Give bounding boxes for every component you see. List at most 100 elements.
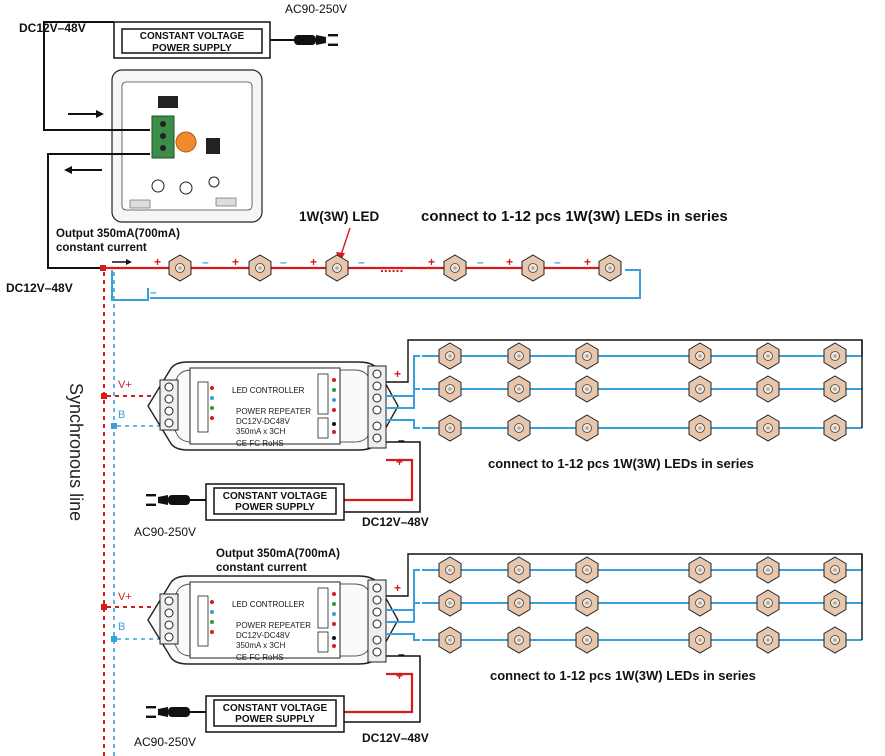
svg-text:–: – [150,285,157,299]
led-icon [507,375,531,403]
svg-text:B: B [118,621,125,633]
led-icon [756,375,780,403]
svg-text:350mA x 3CH: 350mA x 3CH [236,641,286,650]
led-icon [575,414,599,442]
section-2-dc-label: DC12V–48V [362,731,429,745]
chip-icon [158,96,178,108]
led-icon [756,414,780,442]
svg-text:V+: V+ [118,379,132,391]
led-icon [575,626,599,654]
led-icon [438,626,462,654]
svg-text:LED CONTROLLER: LED CONTROLLER [232,600,305,609]
led-icon [688,589,712,617]
svg-text:–: – [477,255,484,269]
led-icon [507,342,531,370]
led-icon [823,342,847,370]
svg-text:DC12V-DC48V: DC12V-DC48V [236,631,290,640]
led-icon [575,589,599,617]
svg-text:CONSTANT VOLTAGE: CONSTANT VOLTAGE [223,703,328,714]
led-icon [507,414,531,442]
svg-text:+: + [396,455,403,469]
led-icon [756,342,780,370]
section-1-dc-label: DC12V–48V [362,515,429,529]
led-icon [575,342,599,370]
top-ellipsis: ...... [380,259,403,275]
led-icon [507,589,531,617]
top-psu-inner [121,28,263,54]
top-connect-label: connect to 1-12 pcs 1W(3W) LEDs in serie… [421,208,728,225]
top-led-label: 1W(3W) LED [299,209,379,224]
svg-text:+: + [396,669,403,683]
led-icon [168,254,192,282]
svg-text:–: – [358,255,365,269]
svg-text:–: – [398,433,405,447]
led-icon [823,414,847,442]
led-icon [688,556,712,584]
section-2: Output 350mA(700mA) constant current V+ … [101,548,863,749]
svg-text:POWER REPEATER: POWER REPEATER [236,407,311,416]
top-plug-icon [294,34,338,46]
led-icon [688,414,712,442]
led-icon [507,556,531,584]
svg-text:POWER SUPPLY: POWER SUPPLY [235,502,315,513]
top-output-line1: Output 350mA(700mA) [56,228,180,240]
svg-text:Output 350mA(700mA): Output 350mA(700mA) [216,548,340,560]
svg-text:350mA x 3CH: 350mA x 3CH [236,427,286,436]
section-1-connect-label: connect to 1-12 pcs 1W(3W) LEDs in serie… [488,456,754,471]
svg-text:+: + [232,255,239,269]
led-icon [575,556,599,584]
svg-text:+: + [394,581,401,595]
led-icon [756,556,780,584]
svg-text:–: – [554,255,561,269]
top-dc-wire [43,21,150,131]
svg-text:CONSTANT VOLTAGE: CONSTANT VOLTAGE [223,491,328,502]
section-1: V+ B LED CONTROLLER POWER REPEATER DC12V… [101,339,863,539]
svg-text:–: – [280,255,287,269]
section-1-ac-label: AC90-250V [134,525,196,539]
repeater-2 [147,575,399,665]
svg-text:+: + [394,367,401,381]
led-icon [823,556,847,584]
svg-text:constant current: constant current [216,562,307,574]
svg-text:+: + [584,255,591,269]
top-ac-label: AC90-250V [285,2,347,16]
svg-text:+: + [506,255,513,269]
led-icon [823,589,847,617]
svg-text:–: – [202,255,209,269]
led-icon [598,254,622,282]
svg-text:+: + [310,255,317,269]
led-icon [248,254,272,282]
svg-text:POWER SUPPLY: POWER SUPPLY [235,714,315,725]
led-icon [325,254,349,282]
led-icon [438,556,462,584]
top-psu-line2: POWER SUPPLY [152,43,232,54]
led-icon [438,375,462,403]
led-icon [507,626,531,654]
section-2-connect-label: connect to 1-12 pcs 1W(3W) LEDs in serie… [490,668,756,683]
repeater-1 [147,361,399,451]
top-output-wire [47,153,150,269]
top-output-line2: constant current [56,242,147,254]
led-icon [521,254,545,282]
led-icon [756,626,780,654]
led-icon [438,414,462,442]
section-2-ac-label: AC90-250V [134,735,196,749]
svg-text:LED CONTROLLER: LED CONTROLLER [232,386,305,395]
top-psu-line1: CONSTANT VOLTAGE [140,31,245,42]
sync-line-label: Synchronous line [66,383,86,521]
svg-text:–: – [398,647,405,661]
plug-icon [146,706,190,718]
led-icon [575,375,599,403]
led-icon [823,626,847,654]
svg-text:DC12V-DC48V: DC12V-DC48V [236,417,290,426]
potentiometer-icon [175,131,197,153]
svg-text:CE FC RoHS: CE FC RoHS [236,653,284,662]
led-icon [688,375,712,403]
svg-text:CE FC RoHS: CE FC RoHS [236,439,284,448]
led-icon [438,589,462,617]
svg-text:V+: V+ [118,591,132,603]
svg-text:B: B [118,409,125,421]
top-blue-return [111,269,641,301]
